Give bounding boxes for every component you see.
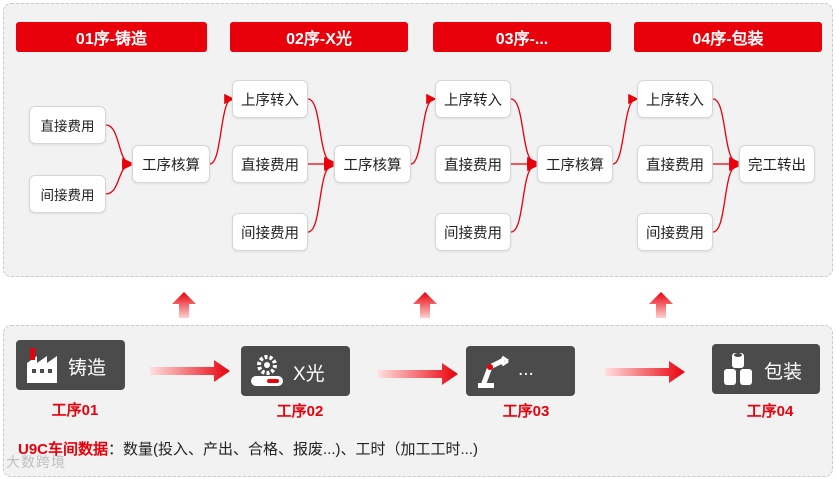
up-arrow-icon [172, 292, 196, 318]
stage4-prev-transfer: 上序转入 [637, 80, 713, 118]
workshop-data-text: ：数量(投入、产出、合格、报废...)、工时（加工工时...) [108, 441, 479, 458]
workshop-data-lead: U9C车间数据 [18, 441, 109, 458]
stage2-calc: 工序核算 [334, 145, 411, 183]
up-arrow-icon [413, 292, 437, 318]
stage4-indirect-cost: 间接费用 [637, 213, 713, 251]
up-arrow-icon [649, 292, 673, 318]
process-caption-03: 工序03 [502, 403, 550, 420]
stage2-prev-transfer: 上序转入 [232, 80, 308, 118]
stage3-indirect-cost: 间接费用 [435, 213, 511, 251]
watermark: 大数跨境 [6, 454, 66, 470]
stage3-direct-cost: 直接费用 [435, 145, 511, 183]
stage1-direct-cost: 直接费用 [29, 106, 106, 144]
process-caption-02: 工序02 [276, 403, 324, 420]
stage-header-03: 03序-... [433, 22, 611, 52]
gear-conveyor-icon [251, 355, 283, 386]
stage2-direct-cost: 直接费用 [232, 145, 308, 183]
process-label: ... [518, 359, 534, 380]
stage4-direct-cost: 直接费用 [637, 145, 713, 183]
stage1-indirect-cost: 间接费用 [29, 175, 106, 213]
process-label: 铸造 [68, 358, 107, 379]
factory-icon [27, 348, 57, 383]
stage-header-02: 02序-X光 [230, 22, 408, 52]
right-arrow-icon [605, 361, 685, 383]
stage1-calc: 工序核算 [132, 145, 210, 183]
process-box-01: 铸造 [16, 340, 125, 390]
stage-header-01: 01序-铸造 [16, 22, 207, 52]
right-arrow-icon [150, 360, 230, 382]
process-box-04: 包装 [712, 344, 820, 394]
stage3-calc: 工序核算 [537, 145, 613, 183]
workshop-data-line: U9C车间数据：数量(投入、产出、合格、报废...)、工时（加工工时...) [18, 438, 478, 459]
process-box-02: X光 [241, 346, 350, 396]
process-label: X光 [293, 364, 325, 385]
process-caption-04: 工序04 [746, 403, 794, 420]
stage-header-04: 04序-包装 [634, 22, 822, 52]
right-arrow-icon [378, 363, 458, 385]
process-caption-01: 工序01 [51, 402, 99, 419]
process-label: 包装 [764, 362, 803, 383]
stage4-completion: 完工转出 [739, 145, 815, 183]
robot-arm-icon [478, 355, 509, 388]
flow-connectors [105, 93, 740, 233]
package-rolls-icon [724, 353, 752, 385]
process-box-03: ... [466, 346, 575, 396]
process-panel [3, 325, 833, 477]
stage2-indirect-cost: 间接费用 [232, 213, 308, 251]
stage3-prev-transfer: 上序转入 [435, 80, 511, 118]
